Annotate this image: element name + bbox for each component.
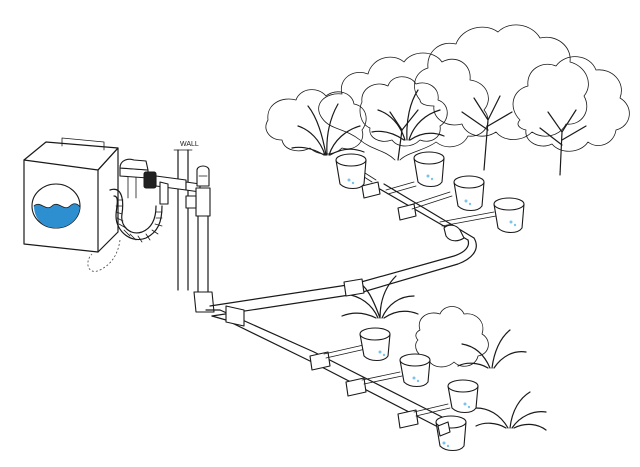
mulch-basin-bucket-icon (413, 151, 445, 188)
shrub-top-left (265, 89, 367, 155)
main-pipe (193, 183, 477, 429)
wall: WALL (173, 141, 199, 291)
grass-tuft-2 (371, 89, 445, 141)
mulch-basin-bucket-icon (453, 175, 485, 212)
tree-center (414, 24, 589, 171)
wall-label: WALL (180, 141, 199, 148)
mulch-basin-bucket-icon (493, 197, 525, 234)
pipe-end-cap (437, 421, 451, 437)
mulch-basin-bucket-icon (359, 327, 391, 362)
grass-tuft-bottom-3 (475, 391, 547, 431)
mulch-basin-buckets (335, 151, 525, 452)
shrubs (265, 76, 547, 431)
tree-left (318, 52, 489, 161)
tree-right (512, 56, 630, 176)
vacuum-breaker-icon (185, 165, 211, 217)
trees (318, 24, 630, 176)
shrub-top-right (359, 76, 448, 147)
mulch-basin-bucket-icon (335, 153, 367, 190)
mulch-basin-bucket-icon (399, 353, 431, 388)
mulch-basin-bucket-icon (447, 379, 479, 414)
washing-machine-icon (23, 137, 119, 253)
diverter-valve-icon (119, 158, 201, 205)
shrub-bottom-right (415, 306, 489, 368)
grass-tuft-1 (291, 103, 365, 156)
grass-tuft-bottom-1 (341, 275, 419, 319)
grass-tuft-bottom-2 (457, 329, 527, 369)
